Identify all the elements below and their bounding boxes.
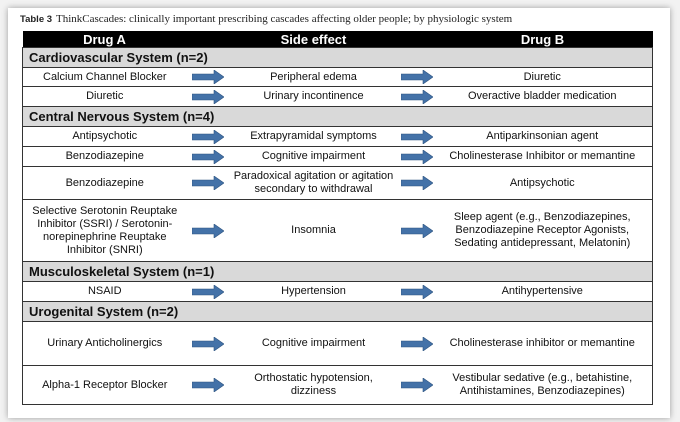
drug-a: Benzodiazepine: [22, 146, 187, 167]
arrow-right-icon: [400, 176, 433, 190]
table-row: Diuretic Urinary incontinence Overactive b…: [22, 86, 653, 107]
table-row: Alpha-1 Receptor Blocker Orthostatic hypo…: [22, 365, 653, 405]
arrow-right-icon: [191, 378, 224, 392]
section-title: Central Nervous System (n=4): [22, 106, 653, 127]
arrow-right-icon: [400, 89, 433, 104]
side-effect: Cognitive impairment: [228, 146, 399, 167]
drug-a: Diuretic: [22, 86, 187, 107]
cascades-table: Drug A Side effect Drug B Cardiovascular…: [22, 31, 653, 405]
section-title: Urogenital System (n=2): [22, 301, 653, 322]
table-header: Drug A Side effect Drug B: [22, 31, 653, 48]
arrow-right-icon: [400, 284, 433, 299]
side-effect: Urinary incontinence: [228, 86, 399, 107]
side-effect: Cognitive impairment: [228, 321, 399, 366]
drug-b: Vestibular sedative (e.g., betahistine, …: [432, 365, 653, 405]
drug-a: Calcium Channel Blocker: [22, 67, 187, 87]
side-effect: Insomnia: [228, 199, 399, 262]
drug-a: Urinary Anticholinergics: [22, 321, 187, 366]
arrow-right-icon: [400, 149, 433, 164]
section-header: Musculoskeletal System (n=1): [22, 261, 653, 282]
side-effect: Orthostatic hypotension, dizziness: [228, 365, 399, 405]
table-row: Urinary Anticholinergics Cognitive impair…: [22, 321, 653, 366]
arrow-right-icon: [400, 223, 433, 238]
drug-a: Antipsychotic: [22, 126, 187, 147]
arrow-right-icon: [191, 176, 224, 190]
drug-b: Antipsychotic: [432, 166, 653, 200]
arrow-right-icon: [191, 284, 224, 299]
header-drug-b: Drug B: [432, 31, 653, 48]
drug-b: Diuretic: [432, 67, 653, 87]
arrow-right-icon: [400, 129, 433, 144]
section-title: Cardiovascular System (n=2): [22, 47, 653, 68]
drug-a: Benzodiazepine: [22, 166, 187, 200]
arrow-right-icon: [191, 70, 224, 84]
arrow-right-icon: [400, 70, 433, 84]
caption-label: Table 3: [20, 14, 53, 25]
side-effect: Extrapyramidal symptoms: [228, 126, 399, 147]
table-row: Benzodiazepine Cognitive impairment Cholin…: [22, 146, 653, 167]
drug-b: Sleep agent (e.g., Benzodiazepines, Benz…: [432, 199, 653, 262]
caption-text: ThinkCascades: clinically important pres…: [56, 13, 513, 25]
table-row: NSAID Hypertension Antihypertensive: [22, 281, 653, 302]
arrow-right-icon: [191, 129, 224, 144]
side-effect: Peripheral edema: [228, 67, 399, 87]
arrow-right-icon: [400, 336, 433, 351]
drug-a: Alpha-1 Receptor Blocker: [22, 365, 187, 405]
drug-b: Overactive bladder medication: [432, 86, 653, 107]
drug-b: Cholinesterase Inhibitor or memantine: [432, 146, 653, 167]
header-side-effect: Side effect: [228, 31, 399, 48]
drug-a: Selective Serotonin Reuptake Inhibitor (…: [22, 199, 187, 262]
side-effect: Paradoxical agitation or agitation secon…: [228, 166, 399, 200]
table-row: Benzodiazepine Paradoxical agitation or a…: [22, 166, 653, 200]
table-row: Selective Serotonin Reuptake Inhibitor (…: [22, 199, 653, 262]
section-header: Urogenital System (n=2): [22, 301, 653, 322]
section-header: Cardiovascular System (n=2): [22, 47, 653, 68]
arrow-right-icon: [191, 149, 224, 164]
table-row: Calcium Channel Blocker Peripheral edema D…: [22, 67, 653, 87]
side-effect: Hypertension: [228, 281, 399, 302]
table-row: Antipsychotic Extrapyramidal symptoms Anti…: [22, 126, 653, 147]
drug-b: Cholinesterase inhibitor or memantine: [432, 321, 653, 366]
arrow-right-icon: [191, 89, 224, 104]
arrow-right-icon: [400, 378, 433, 392]
arrow-right-icon: [191, 223, 224, 238]
drug-a: NSAID: [22, 281, 187, 302]
header-drug-a: Drug A: [22, 31, 187, 48]
section-header: Central Nervous System (n=4): [22, 106, 653, 127]
drug-b: Antihypertensive: [432, 281, 653, 302]
arrow-right-icon: [191, 336, 224, 351]
section-title: Musculoskeletal System (n=1): [22, 261, 653, 282]
drug-b: Antiparkinsonian agent: [432, 126, 653, 147]
